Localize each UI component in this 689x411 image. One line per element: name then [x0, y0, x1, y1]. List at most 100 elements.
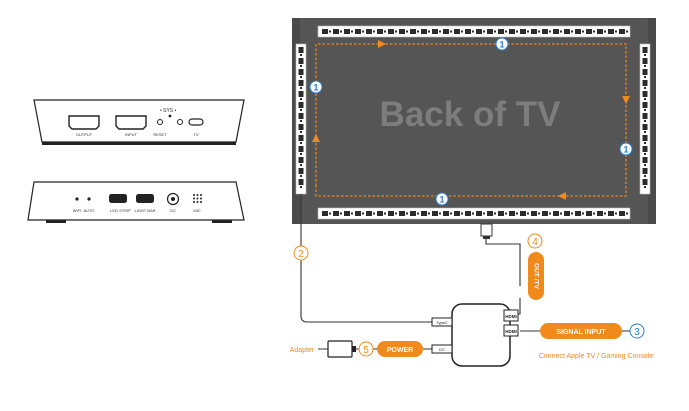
- led-chip-dot: [340, 30, 342, 33]
- arrow-down-icon: [622, 96, 630, 104]
- svg-text:TypeC: TypeC: [436, 320, 448, 325]
- led-chip: [388, 29, 394, 34]
- led-chip-dot: [340, 212, 342, 215]
- led-chip: [298, 58, 304, 64]
- adapter-label: Adapter: [290, 347, 315, 354]
- led-chip: [642, 168, 648, 174]
- arrow-up-icon: [312, 134, 320, 142]
- led-chip-dot: [439, 212, 441, 215]
- led-chip-dot: [384, 30, 386, 33]
- led-chip: [575, 211, 581, 216]
- led-chip-dot: [351, 212, 353, 215]
- led-chip: [498, 29, 504, 34]
- hub-hdmi-out-port: [503, 309, 519, 322]
- led-chip: [597, 211, 603, 216]
- led-chip-dot: [406, 212, 408, 215]
- led-chip: [642, 80, 648, 86]
- led-strip-top: [317, 25, 631, 38]
- port-label-input: INPUT: [125, 132, 138, 137]
- led-chip-dot: [549, 30, 551, 33]
- led-chip: [410, 211, 416, 216]
- led-chip-dot: [516, 212, 518, 215]
- led-chip-dot: [373, 212, 375, 215]
- led-chip-dot: [644, 65, 646, 67]
- led-chip: [642, 124, 648, 130]
- direction-arrows: [312, 40, 630, 200]
- led-chip-dot: [362, 30, 364, 33]
- port-label-tv: TV: [193, 132, 198, 137]
- led-chip-dot: [300, 54, 302, 56]
- led-chip-dot: [560, 30, 562, 33]
- led-chip: [642, 146, 648, 152]
- led-chip-dot: [644, 76, 646, 78]
- led-chip: [642, 47, 648, 53]
- led-strip-right: [639, 43, 651, 195]
- port-label-strip: STRIP: [119, 208, 131, 213]
- svg-text:2: 2: [298, 249, 304, 260]
- port-label-output: OUTPUT: [76, 132, 93, 137]
- led-chip-dot: [472, 30, 474, 33]
- led-chip-dot: [527, 212, 529, 215]
- led-chip-dot: [417, 212, 419, 215]
- led-chip: [531, 29, 537, 34]
- led-chip: [298, 146, 304, 152]
- step-3-marker: 3: [629, 323, 645, 339]
- led-chip: [432, 29, 438, 34]
- sys-indicator-label: • SYS •: [160, 108, 177, 114]
- led-chip: [509, 29, 515, 34]
- led-chip: [553, 211, 559, 216]
- port-label-dc: DC: [170, 208, 176, 213]
- led-chip: [465, 29, 471, 34]
- led-chip: [298, 47, 304, 53]
- led-chip: [388, 211, 394, 216]
- led-chip-dot: [300, 175, 302, 177]
- led-chip-dot: [516, 30, 518, 33]
- led-chip-dot: [300, 109, 302, 111]
- led-chip-dot: [604, 212, 606, 215]
- button-icon: [177, 119, 183, 125]
- svg-text:HDMI: HDMI: [505, 329, 517, 334]
- led-chip: [542, 211, 548, 216]
- led-chip-dot: [644, 131, 646, 133]
- led-chip: [597, 29, 603, 34]
- step-1-marker-right: 1: [619, 142, 633, 156]
- wifi-led-icon: [75, 197, 79, 201]
- led-chip-dot: [395, 30, 397, 33]
- led-chip: [454, 211, 460, 216]
- port-label-auto: AUTO: [83, 208, 94, 213]
- step-5-marker: 5: [358, 341, 374, 357]
- led-chip: [642, 135, 648, 141]
- led-chip-dot: [329, 30, 331, 33]
- led-chip-dot: [644, 142, 646, 144]
- led-chip-dot: [604, 30, 606, 33]
- led-chip: [487, 211, 493, 216]
- sync-hub: HDMI HDMI TypeC DC: [431, 303, 519, 367]
- led-chip-dot: [300, 120, 302, 122]
- led-chip-dot: [527, 30, 529, 33]
- led-chip: [642, 157, 648, 163]
- led-chip: [465, 211, 471, 216]
- mic-holes-icon: [193, 194, 202, 203]
- led-chip-dot: [329, 212, 331, 215]
- led-chip-dot: [300, 142, 302, 144]
- svg-text:1: 1: [499, 40, 504, 50]
- led-chip: [642, 102, 648, 108]
- hdmi-input-port-icon: [115, 115, 147, 130]
- power-adapter: [327, 340, 356, 358]
- led-chip: [553, 29, 559, 34]
- step-1-marker-top: 1: [495, 37, 509, 51]
- led-chip-dot: [538, 30, 540, 33]
- led-chip-dot: [395, 212, 397, 215]
- led-chip: [520, 29, 526, 34]
- svg-text:1: 1: [313, 83, 318, 93]
- led-chip-dot: [373, 30, 375, 33]
- led-chip-dot: [582, 30, 584, 33]
- sync-box-front: • SYS • OUTPUT INPUT RESET TV: [33, 99, 245, 145]
- led-chip: [443, 29, 449, 34]
- arrow-right-icon: [378, 40, 386, 48]
- led-chip: [421, 29, 427, 34]
- led-chip: [586, 211, 592, 216]
- led-chip: [487, 29, 493, 34]
- svg-text:POWER: POWER: [387, 347, 413, 354]
